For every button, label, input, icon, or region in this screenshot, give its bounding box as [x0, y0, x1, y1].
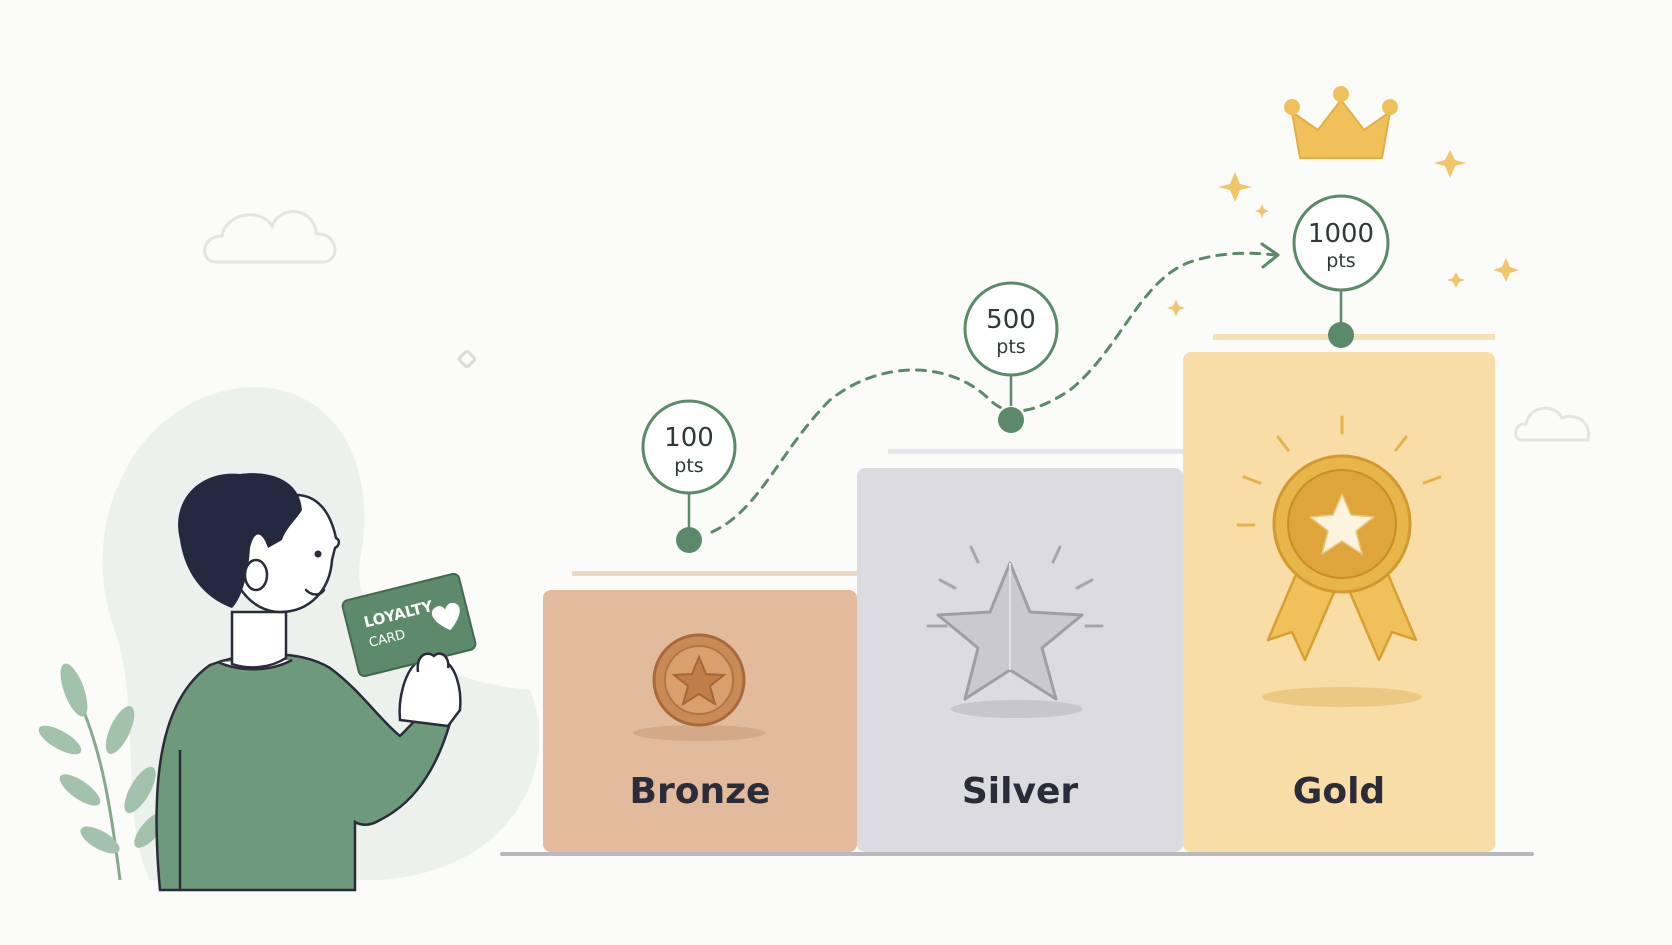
star-icon: [926, 545, 1104, 718]
podium: [500, 334, 1534, 856]
hand-fingers: [416, 652, 450, 673]
milestone-gold: 1000 pts: [1292, 194, 1390, 348]
person: [155, 473, 462, 892]
heart-icon: [431, 602, 460, 631]
points-gold: 1000: [1308, 219, 1374, 249]
pts-unit-silver: pts: [996, 336, 1025, 358]
floor-line: [500, 852, 1534, 856]
crown-icon: [1284, 86, 1398, 159]
cloud-icon-left: [203, 210, 337, 264]
tier-block-gold: [1183, 352, 1495, 852]
tier-label-bronze: Bronze: [630, 771, 771, 812]
medal-icon: [1236, 415, 1442, 707]
points-silver: 500: [986, 305, 1036, 335]
pts-unit-bronze: pts: [674, 455, 703, 477]
tier-label-gold: Gold: [1293, 771, 1385, 812]
sparkle-icon: [1167, 150, 1519, 316]
arrow-head-icon: [1260, 242, 1280, 269]
tier-label-silver: Silver: [962, 771, 1078, 812]
milestone-silver: 500 pts: [963, 281, 1059, 433]
milestone-bronze: 100 pts: [641, 399, 737, 553]
diamond-icon: [457, 349, 477, 369]
leaf-icon: [38, 663, 166, 881]
pts-unit-gold: pts: [1326, 250, 1355, 272]
loyalty-card: LOYALTY CARD: [341, 572, 477, 678]
cloud-icon-right: [1514, 406, 1591, 442]
points-bronze: 100: [664, 423, 714, 453]
coin-icon: [633, 633, 765, 741]
